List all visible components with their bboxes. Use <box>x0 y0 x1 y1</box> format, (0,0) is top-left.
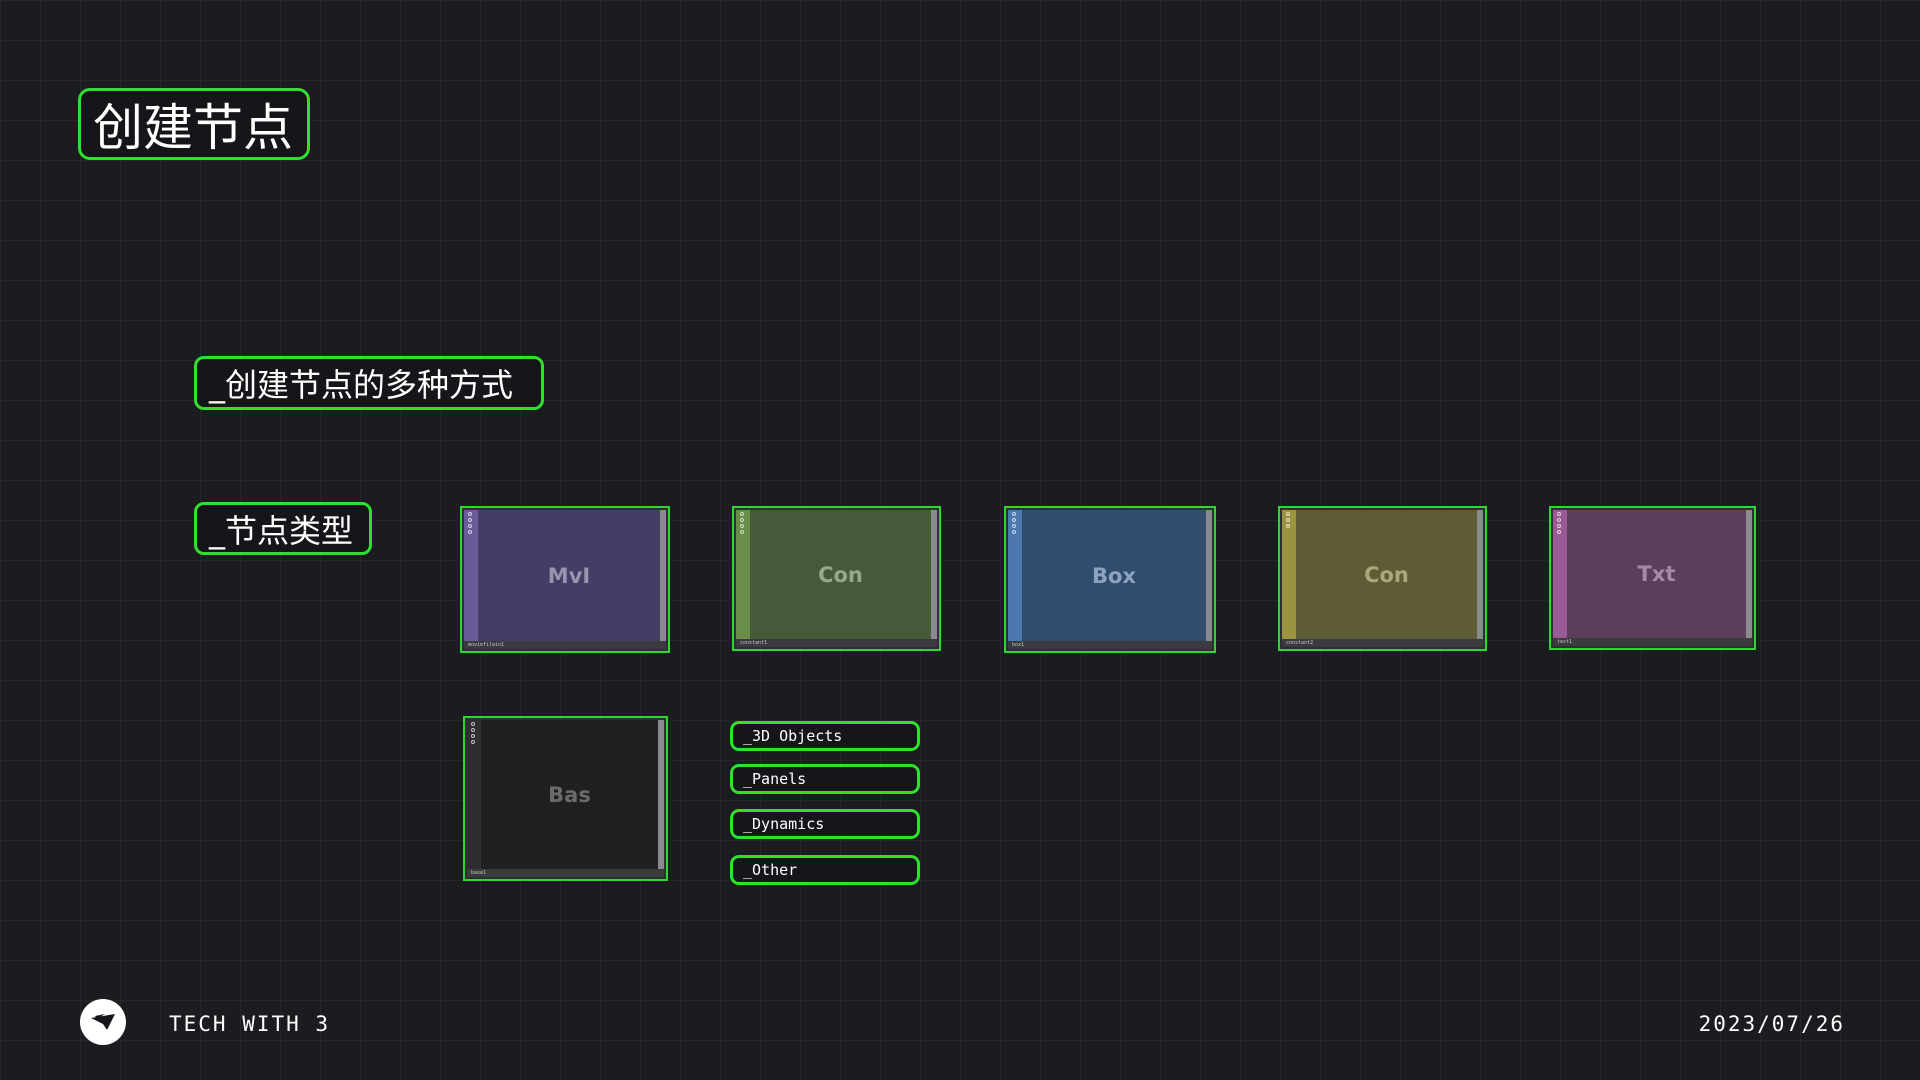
node-output-bar <box>660 510 666 641</box>
node-output-bar <box>1206 510 1212 641</box>
footer-brand: TECH WITH 3 <box>169 1012 331 1036</box>
node-flag-icons <box>468 722 478 744</box>
node-output-bar <box>931 510 937 639</box>
node-moviefilein[interactable]: MvI moviefilein1 <box>460 506 670 653</box>
node-output-bar <box>1746 510 1752 638</box>
node-label: Bas <box>481 720 658 869</box>
node-box[interactable]: Box box1 <box>1004 506 1216 653</box>
paper-plane-icon <box>91 1014 115 1030</box>
node-output-bar <box>1477 510 1483 639</box>
node-name: box1 <box>1012 642 1025 648</box>
category-dynamics: _Dynamics <box>730 809 920 839</box>
node-type-bar <box>1008 510 1022 641</box>
section-node-types: _节点类型 <box>194 502 372 555</box>
node-footer: base1 <box>467 869 664 877</box>
node-flag-icons <box>1283 512 1293 528</box>
category-panels: _Panels <box>730 764 920 794</box>
page-title: 创建节点 <box>78 88 310 160</box>
section-creation-methods: _创建节点的多种方式 <box>194 356 544 410</box>
brand-logo <box>80 999 126 1045</box>
node-type-bar <box>464 510 478 641</box>
node-flag-icons <box>1009 512 1019 534</box>
node-name: base1 <box>471 870 487 876</box>
footer-date: 2023/07/26 <box>1698 1012 1845 1036</box>
node-label: Txt <box>1567 510 1746 638</box>
category-other: _Other <box>730 855 920 885</box>
node-constant-2[interactable]: Con constant2 <box>1278 506 1487 651</box>
node-footer: constant1 <box>736 639 937 647</box>
node-footer: box1 <box>1008 641 1212 649</box>
node-label: Con <box>750 510 931 639</box>
node-footer: moviefilein1 <box>464 641 666 649</box>
node-base[interactable]: Bas base1 <box>463 716 668 881</box>
node-flag-icons <box>465 512 475 534</box>
node-label: MvI <box>478 510 660 641</box>
node-text[interactable]: Txt text1 <box>1549 506 1756 650</box>
node-type-bar <box>1282 510 1296 639</box>
node-output-bar <box>658 720 664 869</box>
node-name: constant1 <box>740 640 768 646</box>
node-flag-icons <box>737 512 747 534</box>
node-name: moviefilein1 <box>468 642 505 648</box>
node-constant[interactable]: Con constant1 <box>732 506 941 651</box>
node-type-bar <box>1553 510 1567 638</box>
node-flag-icons <box>1554 512 1564 534</box>
node-name: constant2 <box>1286 640 1314 646</box>
node-type-bar <box>467 720 481 869</box>
node-label: Box <box>1022 510 1206 641</box>
node-type-bar <box>736 510 750 639</box>
node-footer: constant2 <box>1282 639 1483 647</box>
node-label: Con <box>1296 510 1477 639</box>
node-name: text1 <box>1557 639 1573 645</box>
category-3d-objects: _3D Objects <box>730 721 920 751</box>
node-footer: text1 <box>1553 638 1752 646</box>
